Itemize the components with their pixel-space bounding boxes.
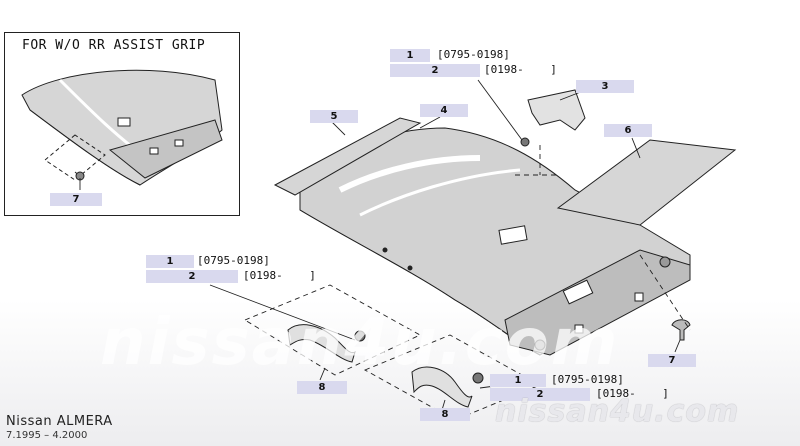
grip-bolt-left [354, 330, 366, 342]
assist-grip-bottom [411, 366, 473, 408]
callout-1-bottom: 1 [490, 374, 546, 387]
inset-frame [4, 32, 240, 216]
range-1-top: [0795-0198] [437, 48, 510, 61]
callout-5: 5 [310, 110, 358, 123]
inset-headlining [21, 69, 223, 186]
callout-2-left: 2 [146, 270, 238, 283]
range-1-bottom: [0795-0198] [551, 373, 624, 386]
callout-8-bottom: 8 [420, 408, 470, 421]
callout-7-right: 7 [648, 354, 696, 367]
callout-2-top: 2 [390, 64, 480, 77]
model-name: Nissan ALMERA [6, 414, 113, 429]
callout-1-top: 1 [390, 49, 430, 62]
part-5-strip [273, 117, 422, 196]
inset-title: FOR W/O RR ASSIST GRIP [22, 38, 206, 53]
range-1-left: [0795-0198] [197, 254, 270, 267]
range-2-left: [0198- ] [243, 269, 316, 282]
assist-grip-left [287, 324, 356, 363]
callout-1-left: 1 [146, 255, 194, 268]
callout-8-left: 8 [297, 381, 347, 394]
dashed-guides [244, 145, 691, 421]
grip-bolt-bottom [472, 372, 484, 384]
callout-2-bottom: 2 [490, 388, 590, 401]
range-2-top: [0198- ] [484, 63, 557, 76]
clip-top [520, 137, 530, 147]
callout-7-inset: 7 [50, 193, 102, 206]
part-6-pad [556, 139, 737, 226]
production-dates: 7.1995 – 4.2000 [6, 430, 88, 441]
callout-3: 3 [576, 80, 634, 93]
callout-4: 4 [420, 104, 468, 117]
range-2-bottom: [0198- ] [596, 387, 669, 400]
clip-right [671, 319, 691, 341]
watermark-small: nissan4u.com [495, 394, 740, 429]
part-3-bracket [527, 89, 586, 131]
headlining-panel [299, 127, 691, 356]
watermark-large: nissan4u.com [100, 306, 620, 380]
callout-6: 6 [604, 124, 652, 137]
